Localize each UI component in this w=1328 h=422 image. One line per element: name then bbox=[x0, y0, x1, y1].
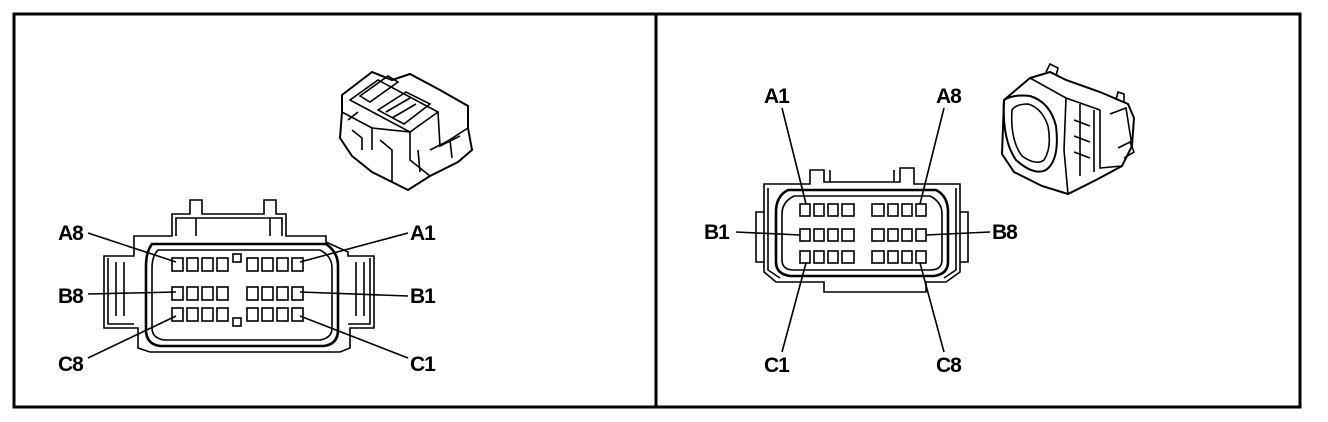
left-panel: A8 A1 B8 B1 C8 C1 bbox=[58, 70, 474, 376]
left-label-c8: C8 bbox=[58, 353, 84, 376]
right-leader-lines bbox=[735, 107, 991, 353]
right-row-b-pins bbox=[799, 228, 927, 242]
left-row-c-pins bbox=[171, 307, 304, 327]
left-label-c1: C1 bbox=[410, 353, 436, 376]
left-connector-face bbox=[103, 199, 375, 353]
right-row-c-pins bbox=[799, 250, 927, 264]
right-label-c8: C8 bbox=[936, 354, 962, 377]
right-3d-connector bbox=[1000, 62, 1136, 196]
right-row-a-pins bbox=[799, 203, 927, 217]
right-connector-face bbox=[755, 167, 969, 293]
right-panel: A1 A8 B1 B8 C1 C8 bbox=[704, 62, 1136, 377]
left-label-b1: B1 bbox=[410, 285, 436, 308]
left-label-a1: A1 bbox=[410, 222, 436, 245]
right-label-a1: A1 bbox=[764, 85, 790, 108]
right-label-a8: A8 bbox=[936, 85, 962, 108]
left-row-a-pins bbox=[171, 253, 304, 272]
right-label-c1: C1 bbox=[764, 354, 790, 377]
left-leader-lines bbox=[87, 232, 409, 359]
left-3d-connector bbox=[338, 70, 474, 192]
left-row-b-pins bbox=[171, 286, 304, 301]
right-label-b8: B8 bbox=[992, 221, 1018, 244]
left-label-a8: A8 bbox=[58, 222, 84, 245]
left-label-b8: B8 bbox=[58, 285, 84, 308]
right-label-b1: B1 bbox=[704, 221, 730, 244]
